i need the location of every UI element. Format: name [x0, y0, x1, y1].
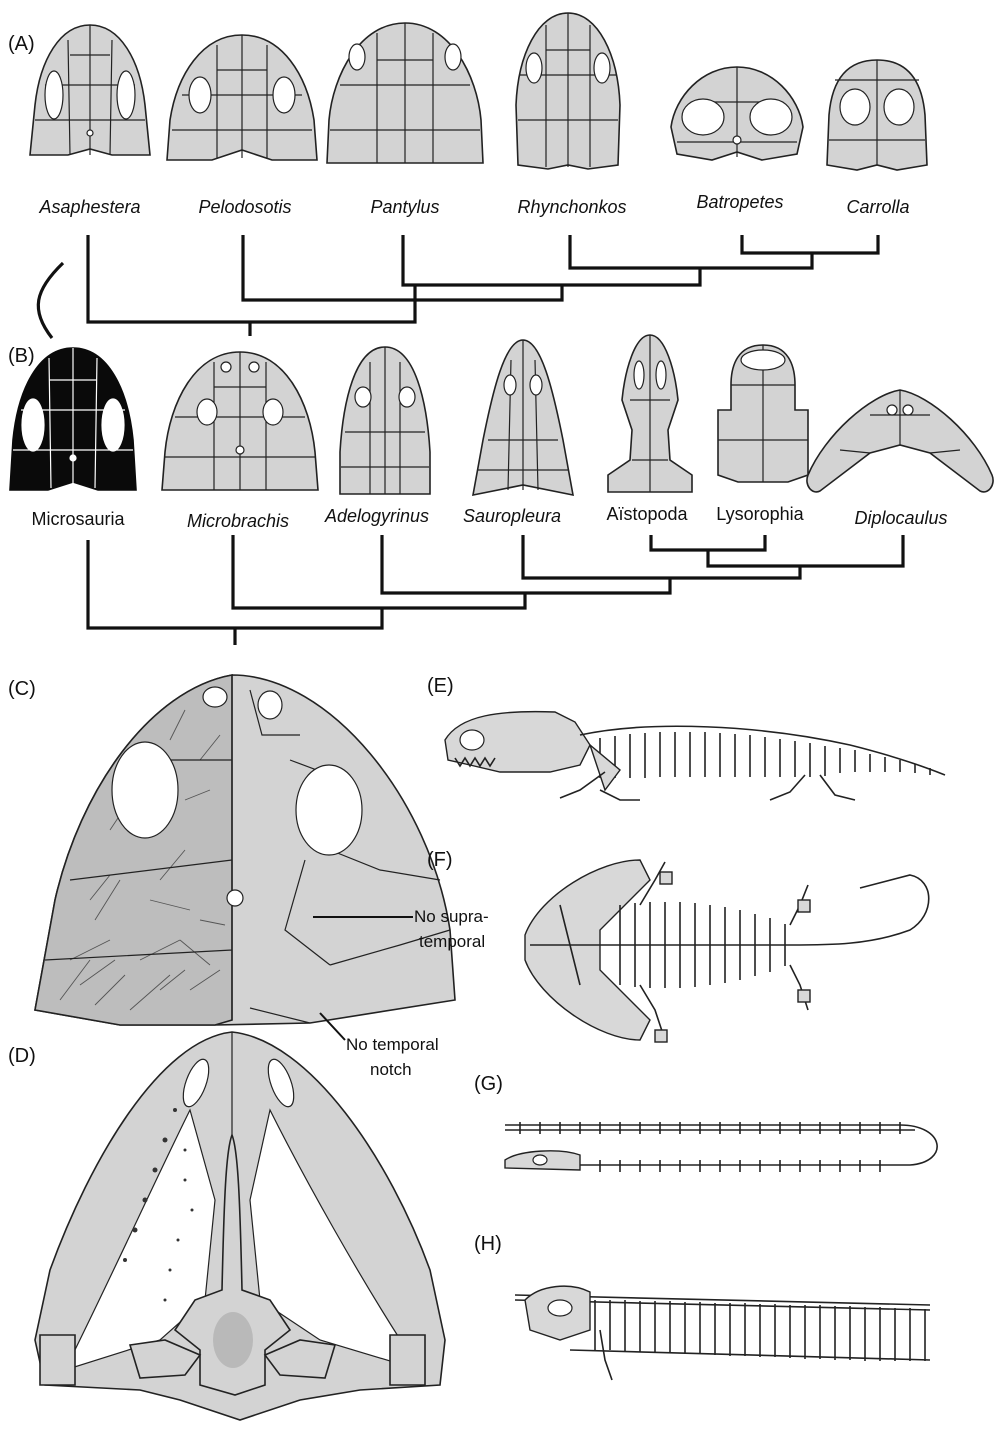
taxon-label-pelodosotis: Pelodosotis: [198, 197, 291, 217]
skull-pelodosotis: [167, 35, 317, 160]
skull-batropetes: [671, 67, 803, 160]
annotation-no-temporal-notch-2: notch: [370, 1060, 412, 1079]
taxon-label-adelogyrinus: Adelogyrinus: [324, 506, 429, 526]
taxon-label-carrolla: Carrolla: [846, 197, 909, 217]
skull-rhynchonkos: [516, 13, 620, 169]
skeleton-elongate-h: [515, 1286, 930, 1380]
skull-microbrachis: [162, 352, 318, 490]
annotation-no-supratemporal-2: temporal: [419, 932, 485, 951]
skull-sauropleura: [473, 340, 573, 495]
panel-label-e: (E): [427, 675, 454, 697]
skull-microsauria: [10, 348, 136, 490]
skull-adelogyrinus: [340, 347, 430, 494]
annotation-no-supratemporal-1: No supra-: [414, 907, 489, 926]
annotation-no-temporal-notch-1: No temporal: [346, 1035, 439, 1054]
cladogram-b: [88, 535, 903, 645]
cladogram-a: [38, 235, 878, 338]
taxon-label-lysorophia: Lysorophia: [716, 504, 804, 524]
skeleton-elongate-g: [505, 1122, 937, 1172]
taxon-label-pantylus: Pantylus: [370, 197, 439, 217]
taxon-label-aistopoda: Aïstopoda: [606, 504, 688, 524]
panel-label-c: (C): [8, 678, 36, 700]
taxon-label-asaphestera: Asaphestera: [38, 197, 140, 217]
palate-detail-d: [35, 1032, 445, 1420]
skull-asaphestera: [30, 25, 150, 155]
skull-detail-c: [35, 675, 455, 1040]
skull-carrolla: [827, 60, 927, 170]
taxon-label-diplocaulus: Diplocaulus: [854, 508, 947, 528]
taxon-label-microsauria: Microsauria: [31, 509, 125, 529]
taxon-label-microbrachis: Microbrachis: [187, 511, 289, 531]
panel-label-b: (B): [8, 345, 35, 367]
skeleton-dorsal-f: [525, 860, 929, 1042]
taxon-label-batropetes: Batropetes: [696, 192, 783, 212]
panel-label-f: (F): [427, 849, 453, 871]
taxon-label-sauropleura: Sauropleura: [463, 506, 561, 526]
panel-label-g: (G): [474, 1073, 503, 1095]
taxon-label-rhynchonkos: Rhynchonkos: [517, 197, 626, 217]
panel-label-a: (A): [8, 33, 35, 55]
skull-pantylus: [327, 23, 483, 163]
skull-lysorophia: [718, 345, 808, 482]
skull-aistopoda: [608, 335, 692, 492]
skeleton-lateral-e: [445, 712, 945, 800]
panel-label-h: (H): [474, 1233, 502, 1255]
skull-diplocaulus: [807, 390, 993, 492]
panel-label-d: (D): [8, 1045, 36, 1067]
